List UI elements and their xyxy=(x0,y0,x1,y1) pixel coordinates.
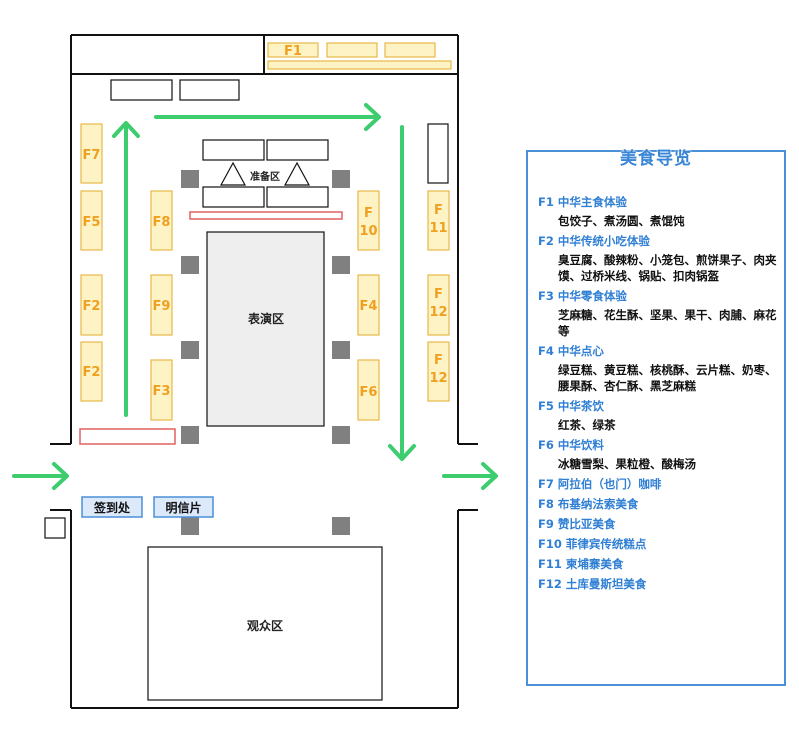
booth-f1 xyxy=(267,42,319,58)
booth-f1-label: F1 xyxy=(284,44,302,59)
legend-item-heading: F8 布基纳法索美食 xyxy=(538,497,639,511)
legend-item: F8 布基纳法索美食 xyxy=(538,496,778,512)
legend-item: F11 柬埔寨美食 xyxy=(538,556,778,572)
legend-item: F1 中华主食体验包饺子、煮汤圆、煮馄饨 xyxy=(538,194,778,229)
booth-f8 xyxy=(150,190,173,251)
booth-f9-label: F9 xyxy=(153,299,171,314)
booth-f11-label-1: F xyxy=(434,203,443,218)
booth-f6 xyxy=(357,359,380,421)
floor-plan: F1 准备区 表演区 观众区 xyxy=(12,34,498,709)
prep-area-label: 准备区 xyxy=(250,170,280,183)
booth-f4 xyxy=(357,274,380,336)
arrow-up xyxy=(112,121,140,417)
booth-f6-label: F6 xyxy=(360,385,378,400)
booth-f10-label-2: 10 xyxy=(359,224,377,239)
legend-item-heading: F6 中华饮料 xyxy=(538,438,604,452)
booth-f9 xyxy=(150,274,173,336)
booth-f8-label: F8 xyxy=(153,215,171,230)
booth-f11-label-2: 11 xyxy=(429,221,447,236)
legend-item-heading: F10 菲律宾传统糕点 xyxy=(538,537,647,551)
desks: 签到处 明信片 xyxy=(81,496,214,518)
barrier-top xyxy=(189,211,343,220)
legend-item-heading: F11 柬埔寨美食 xyxy=(538,557,624,571)
exit-arrow xyxy=(442,462,498,490)
booth-f1-group: F1 xyxy=(267,42,452,70)
checkin-desk-label: 签到处 xyxy=(93,500,131,515)
legend-item: F12 土库曼斯坦美食 xyxy=(538,576,778,592)
booth-f5 xyxy=(80,190,103,251)
booth-f10 xyxy=(357,190,380,251)
legend-item-heading: F12 土库曼斯坦美食 xyxy=(538,577,647,591)
booth-f4-label: F4 xyxy=(360,299,378,314)
legend-item-heading: F4 中华点心 xyxy=(538,344,604,358)
legend-item: F6 中华饮料冰糖雪梨、果粒橙、酸梅汤 xyxy=(538,437,778,472)
prep-triangle-left xyxy=(219,161,247,186)
legend-item-heading: F9 赞比亚美食 xyxy=(538,517,616,531)
entrance-arrow xyxy=(12,462,69,490)
legend-list: F1 中华主食体验包饺子、煮汤圆、煮馄饨 F2 中华传统小吃体验臭豆腐、酸辣粉、小… xyxy=(538,194,778,596)
booth-f7 xyxy=(80,123,103,184)
booth-f2-b xyxy=(80,341,103,402)
legend-item-description: 芝麻糖、花生酥、坚果、果干、肉脯、麻花等 xyxy=(558,308,777,338)
checkin-desk xyxy=(81,496,143,518)
booth-f11 xyxy=(427,190,450,251)
legend-item: F5 中华茶饮红茶、绿茶 xyxy=(538,398,778,433)
booth-f12-a-label-1: F xyxy=(434,287,443,302)
legend-item-description: 臭豆腐、酸辣粉、小笼包、煎饼果子、肉夹馍、过桥米线、锅贴、扣肉锅盔 xyxy=(558,253,777,283)
postcard-desk-label: 明信片 xyxy=(165,500,201,515)
booths xyxy=(80,123,450,421)
flow-arrows xyxy=(12,103,498,490)
prep-area: 准备区 xyxy=(219,161,311,186)
legend-item-heading: F2 中华传统小吃体验 xyxy=(538,234,650,248)
audience-area-label: 观众区 xyxy=(247,618,283,633)
booth-f1-strip xyxy=(267,60,452,70)
arrow-right-top xyxy=(154,103,381,131)
walls xyxy=(50,34,478,709)
stage-area-label: 表演区 xyxy=(247,311,284,326)
booth-f12-a xyxy=(427,274,450,336)
legend-item-description: 红茶、绿茶 xyxy=(558,418,616,432)
booth-f1-extra-2 xyxy=(384,42,436,58)
booth-f2-b-label: F2 xyxy=(83,365,101,380)
legend-title: 美食导览 xyxy=(620,149,692,169)
barrier-left xyxy=(79,428,176,445)
legend-item: F9 赞比亚美食 xyxy=(538,516,778,532)
tables xyxy=(44,79,449,539)
legend-item: F7 阿拉伯（也门）咖啡 xyxy=(538,476,778,492)
legend-item-description: 绿豆糕、黄豆糕、核桃酥、云片糕、奶枣、腰果酥、杏仁酥、黑芝麻糕 xyxy=(558,363,777,393)
booth-f10-label-1: F xyxy=(364,206,373,221)
legend-item-heading: F7 阿拉伯（也门）咖啡 xyxy=(538,477,662,491)
prep-triangle-right xyxy=(283,161,311,186)
booth-labels: F7 F5 F2 F2 F8 F9 F3 F 10 F4 F6 F 11 F 1… xyxy=(83,148,448,400)
legend-item-heading: F5 中华茶饮 xyxy=(538,399,604,413)
booth-f1-extra-1 xyxy=(326,42,378,58)
audience-area xyxy=(147,546,383,701)
booth-f7-label: F7 xyxy=(83,148,101,163)
booth-f12-b xyxy=(427,341,450,402)
booth-f5-label: F5 xyxy=(83,215,101,230)
legend-item: F4 中华点心绿豆糕、黄豆糕、核桃酥、云片糕、奶枣、腰果酥、杏仁酥、黑芝麻糕 xyxy=(538,343,778,394)
legend-item: F10 菲律宾传统糕点 xyxy=(538,536,778,552)
booth-f2-a-label: F2 xyxy=(83,299,101,314)
stage-area xyxy=(206,231,325,427)
booth-f3 xyxy=(150,359,173,421)
booth-f12-b-label-1: F xyxy=(434,353,443,368)
arrow-down xyxy=(388,125,416,461)
legend-item-heading: F3 中华零食体验 xyxy=(538,289,627,303)
legend-item-heading: F1 中华主食体验 xyxy=(538,195,627,209)
legend-item-description: 冰糖雪梨、果粒橙、酸梅汤 xyxy=(558,457,696,471)
booth-f12-a-label-2: 12 xyxy=(429,305,447,320)
legend-item-description: 包饺子、煮汤圆、煮馄饨 xyxy=(558,214,685,228)
legend-item: F2 中华传统小吃体验臭豆腐、酸辣粉、小笼包、煎饼果子、肉夹馍、过桥米线、锅贴、… xyxy=(538,233,778,284)
postcard-desk xyxy=(153,496,214,518)
booth-f12-b-label-2: 12 xyxy=(429,371,447,386)
booth-f2-a xyxy=(80,274,103,336)
legend-item: F3 中华零食体验芝麻糖、花生酥、坚果、果干、肉脯、麻花等 xyxy=(538,288,778,339)
booth-f3-label: F3 xyxy=(153,384,171,399)
food-guide-legend: 美食导览 F1 中华主食体验包饺子、煮汤圆、煮馄饨 F2 中华传统小吃体验臭豆腐、… xyxy=(526,149,786,686)
